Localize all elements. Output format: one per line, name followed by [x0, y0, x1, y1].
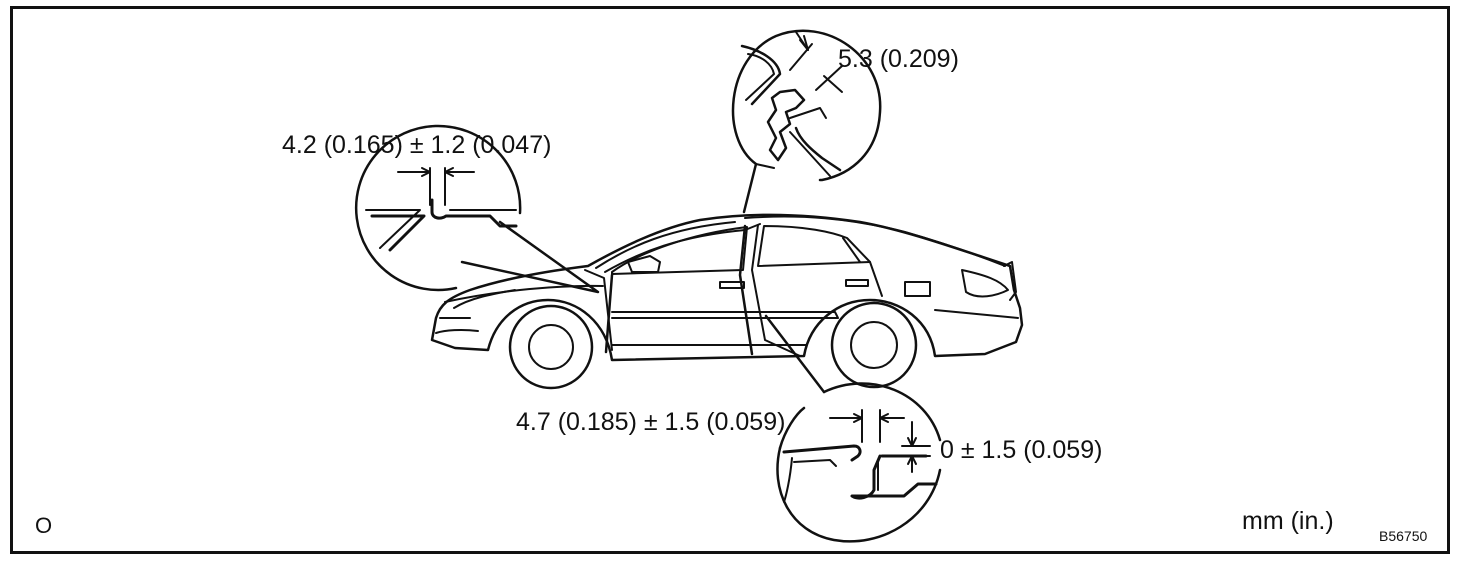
unit-label: mm (in.)	[1242, 507, 1334, 535]
figure-code: B56750	[1379, 528, 1428, 544]
corner-mark: O	[35, 513, 53, 538]
door-gap-label: 4.7 (0.185) ± 1.5 (0.059)	[516, 408, 786, 436]
roof-door-detail	[731, 29, 882, 214]
roof-gap-label: 5.3 (0.209)	[838, 45, 959, 73]
door-flush-label: 0 ± 1.5 (0.059)	[940, 436, 1103, 464]
hood-gap-label: 4.2 (0.165) ± 1.2 (0.047)	[282, 131, 552, 159]
door-rocker-detail	[764, 314, 942, 543]
hood-fender-detail	[354, 124, 600, 294]
figure-frame	[10, 6, 1450, 554]
sedan-illustration	[430, 213, 1024, 390]
